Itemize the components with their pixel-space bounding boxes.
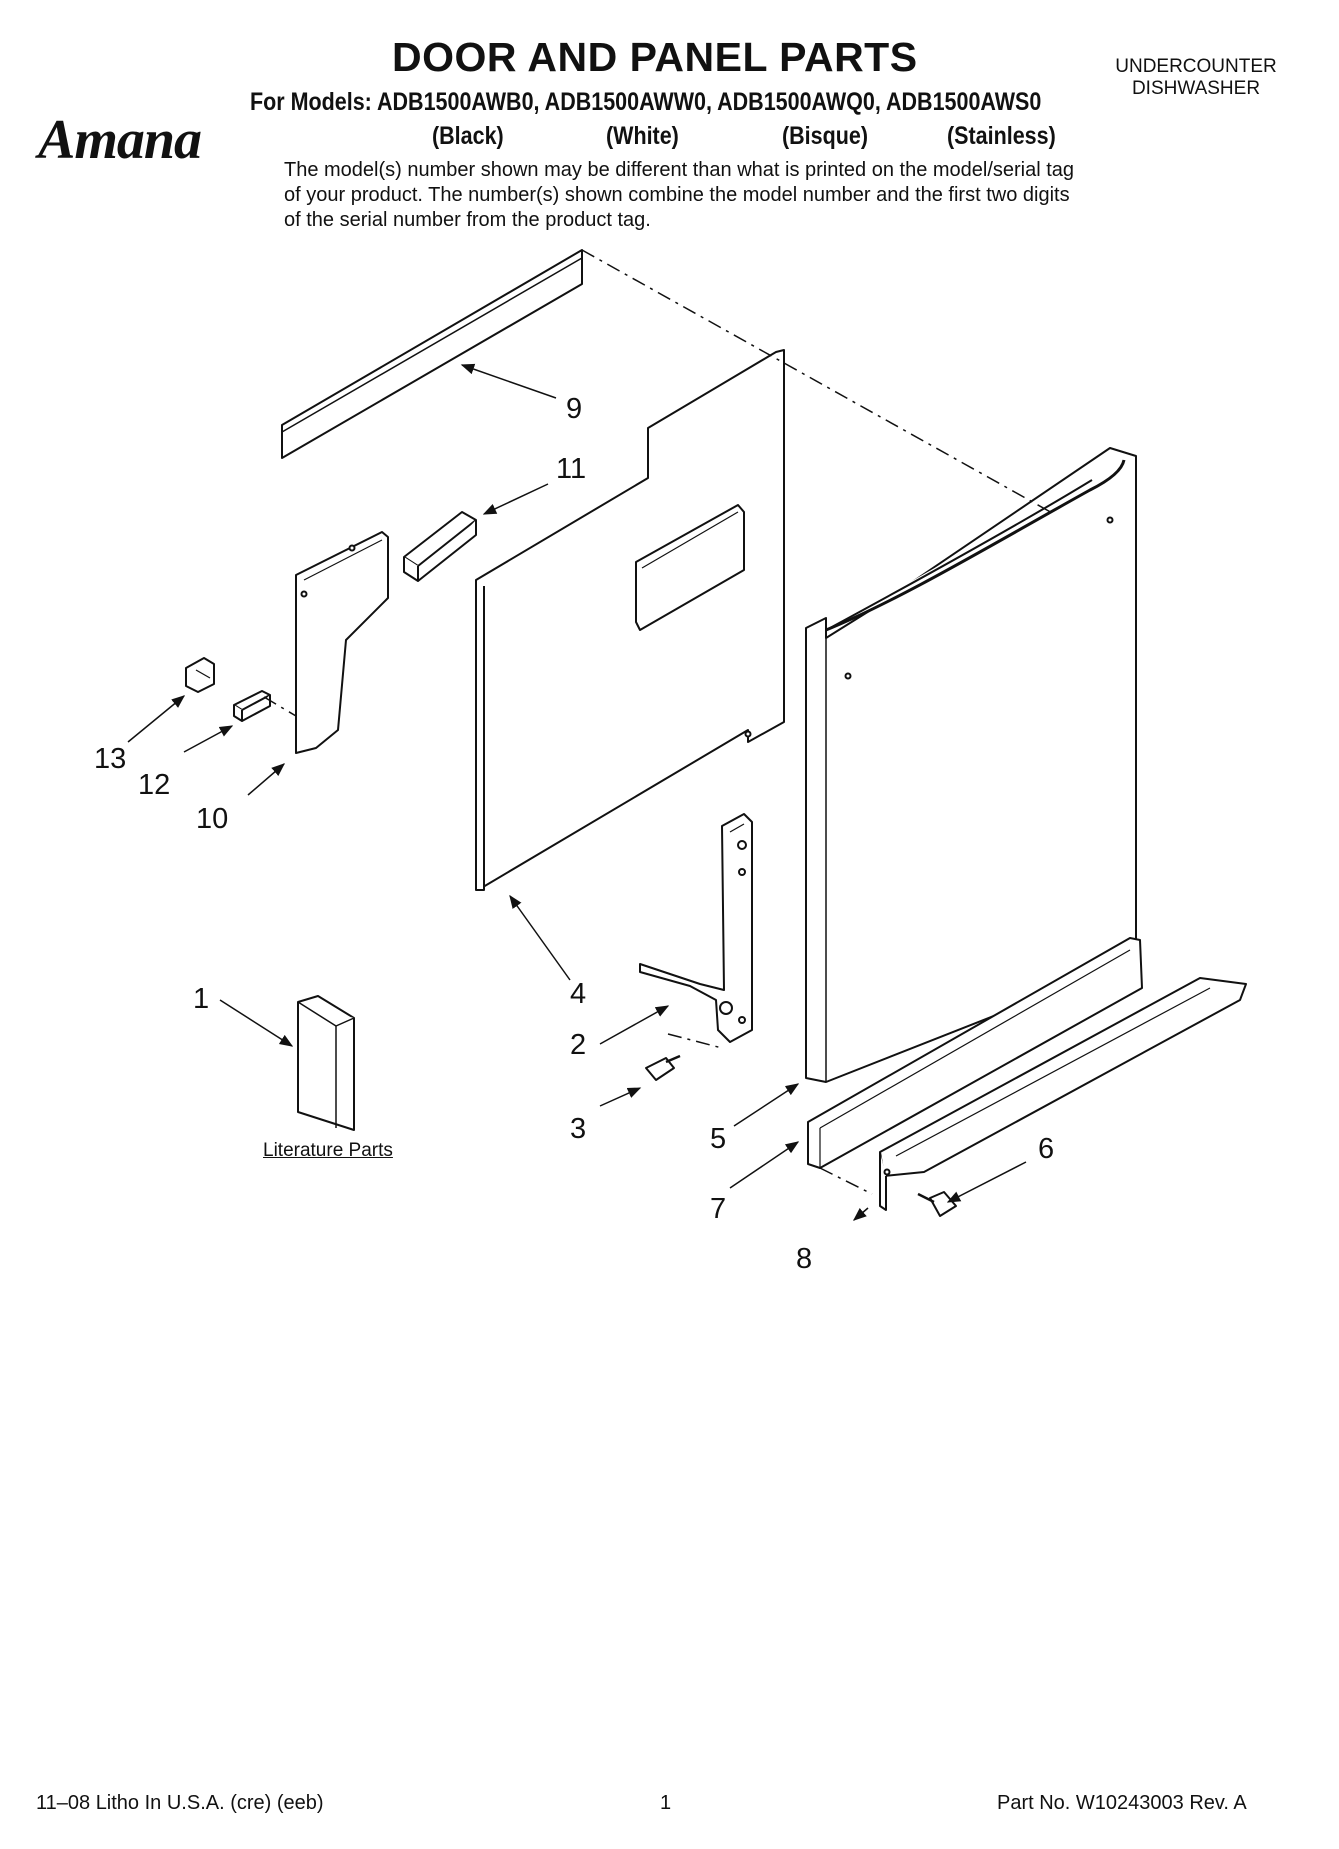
part-8-kickplate: [879, 977, 1247, 1211]
part-6-screw: [917, 1191, 957, 1217]
callout-12: 12: [138, 769, 170, 801]
callout-6: 6: [1038, 1133, 1054, 1165]
callout-1: 1: [193, 983, 209, 1015]
callout-2: 2: [570, 1029, 586, 1061]
appliance-type-line2: DISHWASHER: [1131, 78, 1261, 99]
print-info: 11–08 Litho In U.S.A. (cre) (eeb): [36, 1792, 324, 1814]
part-12-pad: [233, 690, 271, 722]
part-1-literature: [297, 995, 355, 1131]
callout-8: 8: [796, 1243, 812, 1275]
finish-white: (White): [606, 122, 679, 150]
callout-10: 10: [196, 803, 228, 835]
part-11-block: [403, 511, 477, 582]
callout-11: 11: [556, 453, 586, 485]
finish-stainless: (Stainless): [947, 122, 1056, 150]
part-9-top-strip: [281, 249, 583, 459]
brand-logo: Amana: [38, 109, 202, 171]
part-number: Part No. W10243003 Rev. A: [997, 1792, 1247, 1814]
part-2-hinge-bracket: [639, 813, 753, 1043]
part-3-screw: [645, 1054, 681, 1081]
callout-3: 3: [570, 1113, 586, 1145]
finish-black: (Black): [432, 122, 504, 150]
callout-13: 13: [94, 743, 126, 775]
models-line: For Models: ADB1500AWB0, ADB1500AWW0, AD…: [250, 88, 1042, 116]
appliance-type: UNDERCOUNTER DISHWASHER: [1096, 56, 1296, 100]
part-5-outer-door: [805, 447, 1137, 1083]
finish-labels: (Black) (White) (Bisque) (Stainless): [0, 122, 1120, 152]
callout-numbers: 1 2 3 4 5 6 7 8 9 10 11 12 13: [94, 393, 1054, 1275]
part-4-door-panel: [475, 349, 785, 891]
finish-bisque: (Bisque): [782, 122, 868, 150]
part-13-clip: [185, 657, 215, 693]
callout-5: 5: [710, 1123, 726, 1155]
alignment-lines: [263, 249, 1055, 1195]
callout-9: 9: [566, 393, 582, 425]
page-title: DOOR AND PANEL PARTS: [392, 34, 918, 80]
part-10-side-bracket: [295, 531, 389, 754]
part-7-kick-rail: [807, 937, 1143, 1169]
leader-arrows: [127, 363, 1027, 1221]
callout-4: 4: [570, 978, 586, 1010]
literature-parts-caption: Literature Parts: [263, 1140, 393, 1161]
page-number: 1: [660, 1792, 672, 1814]
callout-7: 7: [710, 1193, 726, 1225]
appliance-type-line1: UNDERCOUNTER: [1115, 56, 1277, 77]
model-number-note: The model(s) number shown may be differe…: [284, 159, 1075, 231]
